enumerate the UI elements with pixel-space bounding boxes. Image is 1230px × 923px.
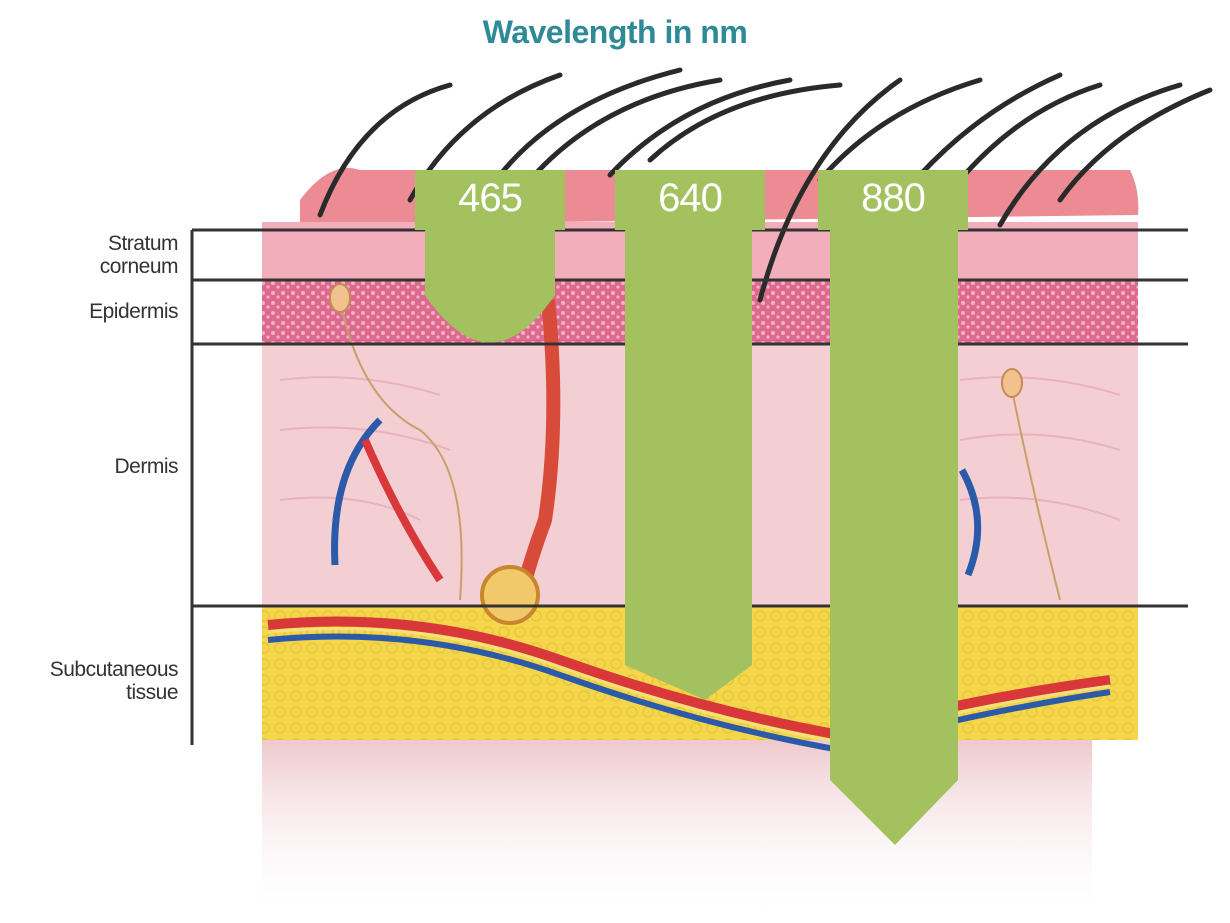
nerve-ending-right — [1002, 369, 1022, 397]
penetration-640 — [615, 170, 765, 700]
sweat-gland — [482, 567, 538, 623]
penetration-880 — [818, 170, 968, 845]
label-dermis: Dermis — [115, 455, 179, 478]
diagram-title: Wavelength in nm — [0, 14, 1230, 51]
label-epidermis: Epidermis — [89, 300, 178, 323]
label-stratum-corneum: Stratum corneum — [100, 232, 178, 278]
label-subcutaneous-tissue: Subcutaneous tissue — [50, 658, 178, 704]
wavelength-label-640: 640 — [615, 176, 765, 221]
skin-reflection — [262, 740, 1092, 923]
wavelength-label-880: 880 — [818, 176, 968, 221]
nerve-ending-left — [330, 284, 350, 312]
wavelength-label-465: 465 — [415, 176, 565, 221]
